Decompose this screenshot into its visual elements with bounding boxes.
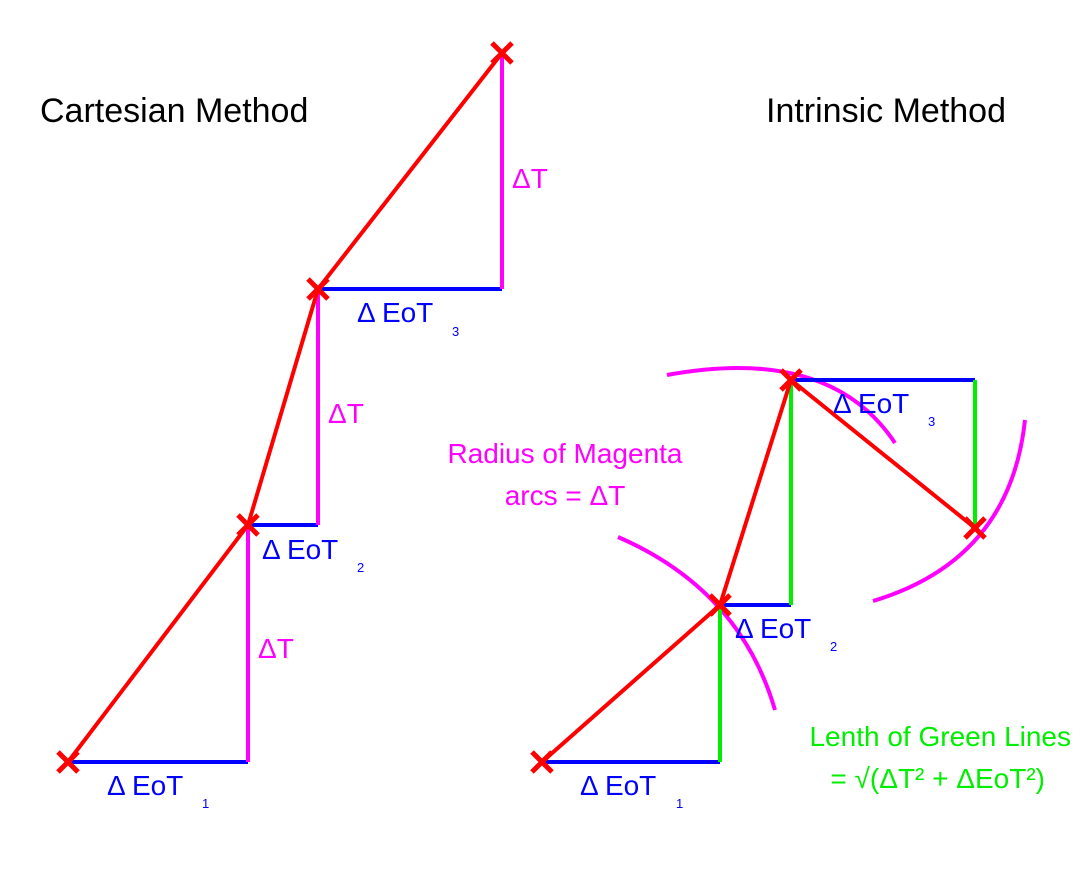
intrinsic-marker-4	[963, 516, 987, 540]
cartesian-marker-2	[236, 513, 260, 537]
intrinsic-red-path	[540, 376, 977, 764]
cartesian-dt1-label: ΔT	[258, 633, 294, 664]
cartesian-eot3-label: Δ EoT	[357, 297, 433, 328]
cartesian-eot2-sub: 2	[357, 560, 364, 575]
cartesian-marker-4	[490, 41, 514, 65]
cartesian-title: Cartesian Method	[40, 92, 308, 130]
intrinsic-title: Intrinsic Method	[766, 92, 1006, 130]
radius-note-line2: arcs = ΔT	[505, 480, 626, 511]
cartesian-dt3-label: ΔT	[512, 163, 548, 194]
intrinsic-marker-3	[779, 368, 803, 392]
cartesian-marker-1	[56, 750, 80, 774]
intrinsic-eot3-sub: 3	[928, 414, 935, 429]
intrinsic-eot2-label: Δ EoT	[735, 613, 811, 644]
cartesian-eot1-label: Δ EoT	[107, 770, 183, 801]
cartesian-red-path	[66, 51, 504, 764]
intrinsic-eot1-label: Δ EoT	[580, 770, 656, 801]
cartesian-eot1-sub: 1	[202, 796, 209, 811]
intrinsic-eot1-sub: 1	[676, 796, 683, 811]
cartesian-diagram: ΔT ΔT ΔT Δ EoT 3 Δ EoT 2 Δ EoT 1	[56, 41, 548, 811]
green-note-line2: = √(ΔT² + ΔEoT²)	[830, 763, 1045, 794]
green-note-line1: Lenth of Green Lines	[809, 721, 1071, 752]
cartesian-eot2-label: Δ EoT	[262, 534, 338, 565]
intrinsic-eot3-label: Δ EoT	[833, 388, 909, 419]
intrinsic-diagram: Δ EoT 3 Δ EoT 2 Δ EoT 1 Radius of Magent…	[447, 365, 1071, 811]
intrinsic-marker-1	[530, 750, 554, 774]
intrinsic-arc-right	[872, 419, 1027, 603]
intrinsic-marker-2	[708, 593, 732, 617]
intrinsic-arc-top	[666, 365, 897, 445]
intrinsic-eot2-sub: 2	[830, 639, 837, 654]
cartesian-marker-3	[306, 277, 330, 301]
radius-note-line1: Radius of Magenta	[447, 438, 682, 469]
cartesian-eot3-sub: 3	[452, 324, 459, 339]
cartesian-dt2-label: ΔT	[328, 398, 364, 429]
